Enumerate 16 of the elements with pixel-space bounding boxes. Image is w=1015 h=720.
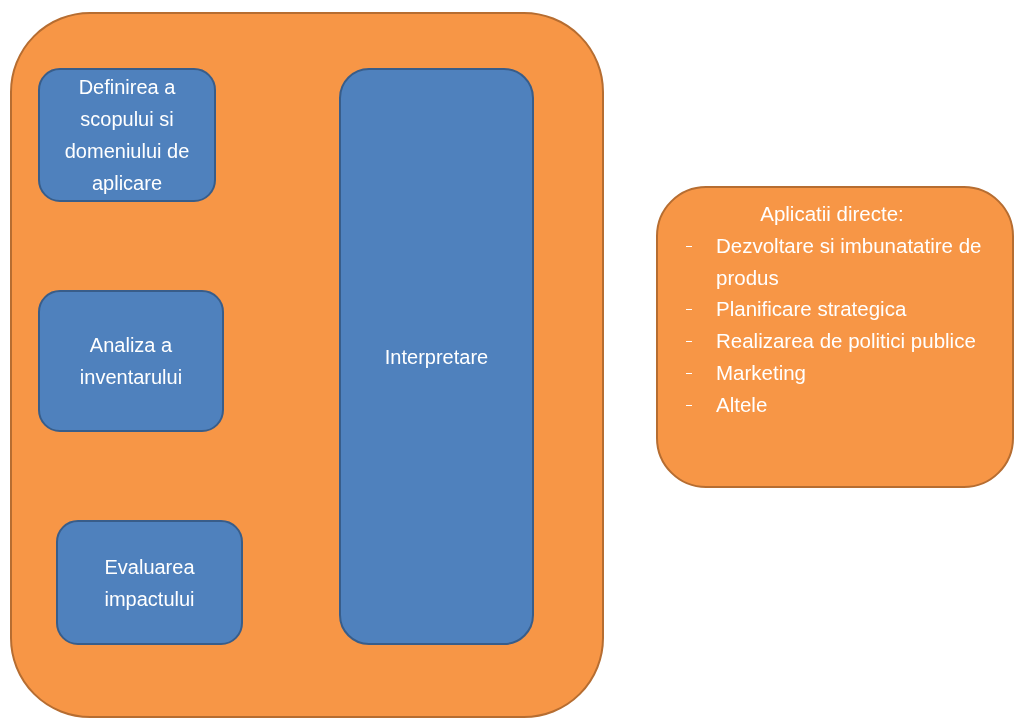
process-box xyxy=(38,290,224,432)
process-box xyxy=(339,68,534,645)
box-label: Definirea a scopului si domeniului de aplicare xyxy=(63,75,191,196)
box-label: Interpretare xyxy=(384,344,489,370)
list-heading: Aplicatii directe: xyxy=(759,201,905,227)
list-item: Marketing xyxy=(686,356,998,389)
process-box xyxy=(38,68,216,202)
list-item: Planificare strategica xyxy=(686,293,998,326)
list-item: Altele xyxy=(686,388,998,421)
box-label: Analiza a inventarului xyxy=(78,333,184,390)
process-box xyxy=(56,520,243,645)
list-item: Dezvoltare si imbunatatire de produs xyxy=(686,229,998,294)
container-box xyxy=(10,12,604,718)
list-item: Realizarea de politici publice xyxy=(686,325,998,357)
list-box xyxy=(656,186,1014,488)
box-label: Evaluarea impactului xyxy=(103,554,196,612)
